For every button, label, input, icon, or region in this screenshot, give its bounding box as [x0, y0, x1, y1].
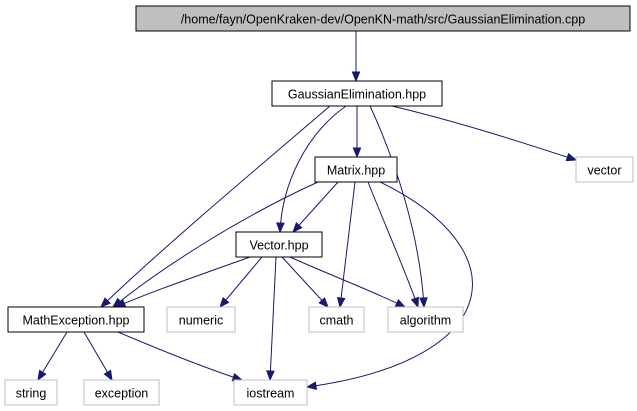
node-numeric: numeric [166, 306, 236, 333]
arrowhead-icon [37, 369, 47, 382]
arrowhead-icon [219, 296, 230, 309]
node-algorithm: algorithm [387, 306, 464, 333]
edge-vector_hpp-to-numeric [219, 256, 263, 309]
node-box [235, 231, 323, 258]
arrowhead-icon [351, 71, 361, 83]
edge-gaussian-to-vector_std [391, 105, 578, 162]
arrowhead-icon [100, 297, 111, 308]
arrowhead-icon [292, 222, 303, 234]
edge-line [281, 256, 329, 308]
arrowhead-icon [394, 298, 407, 308]
arrowhead-icon [352, 147, 362, 159]
arrowhead-icon [266, 370, 275, 382]
node-gaussian[interactable]: GaussianElimination.hpp [271, 80, 443, 107]
node-box [314, 156, 398, 183]
node-string: string [4, 379, 58, 406]
node-box [271, 80, 443, 107]
arrowhead-icon [305, 381, 317, 391]
node-cmath: cmath [308, 306, 365, 333]
arrowhead-icon [276, 222, 285, 234]
node-box [4, 379, 58, 406]
edge-vector_hpp-to-mathexc [114, 256, 251, 308]
node-box [387, 306, 464, 333]
node-vector-std: vector [575, 156, 634, 183]
edge-mathexc-to-string [37, 331, 68, 382]
arrowhead-icon [410, 296, 419, 309]
node-label: Matrix.hpp [327, 164, 385, 178]
node-label: GaussianElimination.hpp [288, 88, 426, 102]
edge-vector_hpp-to-cmath [281, 256, 329, 308]
node-box [575, 156, 634, 183]
node-label: exception [95, 387, 149, 401]
edge-matrix-to-vector_hpp [292, 181, 339, 234]
edge-mathexc-to-exception [83, 331, 113, 382]
edge-vector_hpp-to-iostream [266, 256, 277, 382]
edge-gaussian-to-vector_hpp [276, 105, 347, 234]
edge-line [117, 331, 243, 381]
edge-line [279, 105, 347, 233]
node-label: cmath [319, 314, 353, 328]
edge-root-to-gaussian [351, 31, 361, 83]
edge-line [289, 256, 406, 308]
edge-line [112, 181, 319, 308]
node-box [233, 379, 308, 406]
node-label: vector [587, 164, 621, 178]
edges-layer [37, 31, 578, 391]
arrowhead-icon [103, 369, 113, 382]
arrowhead-icon [336, 297, 346, 309]
node-label: algorithm [400, 314, 451, 328]
edge-line [292, 181, 339, 233]
node-mathexc[interactable]: MathException.hpp [7, 306, 145, 333]
edge-vector_hpp-to-algorithm [289, 256, 407, 308]
node-box [135, 5, 631, 32]
edge-line [391, 105, 577, 161]
edge-matrix-to-cmath [336, 181, 356, 309]
arrowhead-icon [565, 152, 578, 162]
node-label: Vector.hpp [249, 239, 308, 253]
edge-gaussian-to-matrix [352, 106, 362, 159]
node-box [308, 306, 365, 333]
node-iostream: iostream [233, 379, 308, 406]
node-box [83, 379, 160, 406]
node-root[interactable]: /home/fayn/OpenKraken-dev/OpenKN-math/sr… [135, 5, 631, 32]
node-label: MathException.hpp [22, 314, 129, 328]
node-label: string [16, 387, 47, 401]
node-matrix[interactable]: Matrix.hpp [314, 156, 398, 183]
node-label: numeric [179, 314, 223, 328]
node-label: /home/fayn/OpenKraken-dev/OpenKN-math/sr… [181, 13, 585, 27]
edge-gaussian-to-mathexc [100, 105, 331, 308]
nodes-layer: /home/fayn/OpenKraken-dev/OpenKN-math/sr… [4, 5, 634, 406]
edge-gaussian-to-algorithm [369, 105, 428, 309]
edge-matrix-to-algorithm [367, 181, 419, 309]
edge-line [339, 181, 356, 308]
edge-line [269, 256, 277, 381]
edge-line [219, 256, 263, 308]
edge-line [306, 181, 473, 388]
node-exception: exception [83, 379, 160, 406]
node-box [7, 306, 145, 333]
node-label: iostream [247, 387, 295, 401]
edge-line [100, 105, 331, 308]
edge-line [367, 181, 419, 308]
node-vector-hpp[interactable]: Vector.hpp [235, 231, 323, 258]
node-box [166, 306, 236, 333]
arrowhead-icon [318, 297, 329, 308]
edge-matrix-to-iostream [305, 181, 473, 391]
edge-mathexc-to-iostream [117, 331, 244, 382]
edge-line [369, 105, 425, 308]
edge-line [115, 256, 251, 308]
arrowhead-icon [419, 297, 428, 309]
